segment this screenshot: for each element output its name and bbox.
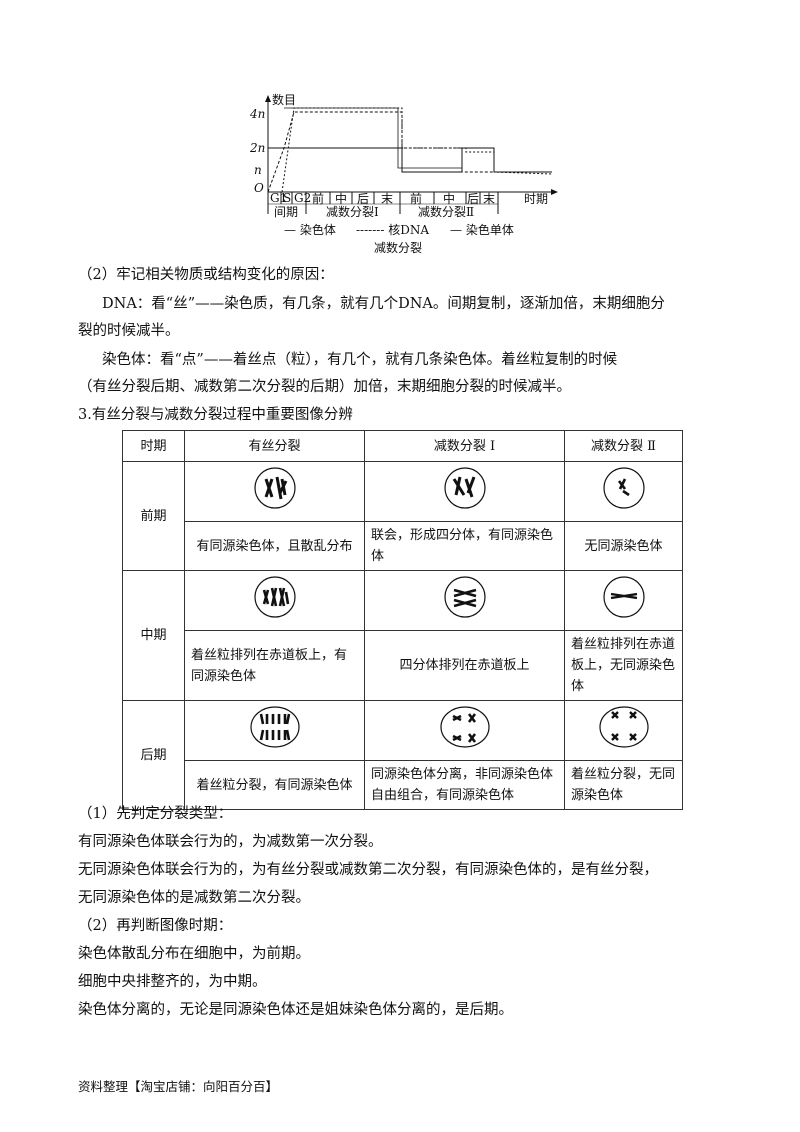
judge-para-3: 染色体散乱分布在细胞中，为前期。 [78,946,310,962]
meiosis2-prophase-text: 无同源染色体 [564,521,683,571]
judge-heading-1: （1）先判定分裂类型： [78,806,233,822]
mitosis-metaphase-text: 着丝粒排列在赤道板上，有同源染色体 [184,630,365,701]
header-phase: 时期 [122,430,185,462]
header-meiosis1: 减数分裂 Ⅰ [364,430,565,462]
chromatid-line [284,107,462,169]
judge-heading-2: （2）再判断图像时期： [78,918,233,934]
dna-line [267,111,552,193]
graph-caption: 减数分裂 [374,240,422,255]
dna-line-rise [281,107,553,193]
cell-image [364,700,565,761]
division-image-table: 时期 有丝分裂 减数分裂 Ⅰ 减数分裂 Ⅱ 前期 有同源染色体，且散乱分布 [122,430,683,810]
y-tick-origin: O [254,181,264,195]
dna-chromosome-graph: 数目 4n 2n n O G1 S G2 前 中 后 末 前 中 后 末 时期 … [249,92,558,255]
judge-para-2a: 无同源染色体联会行为的，为有丝分裂或减数第二次分裂，有同源染色体的，是有丝分裂， [78,862,658,878]
group-interphase: 间期 [274,205,298,219]
phase-g2: G2 [294,191,311,205]
cell-image [564,570,683,631]
legend-dna: ------- 核DNA [356,223,429,237]
phase-m2-telo: 末 [483,192,495,206]
judge-para-4: 细胞中央排整齐的，为中期。 [78,974,267,990]
legend-chromatid: — 染色单体 [450,222,514,237]
cell-image [364,461,565,522]
meiosis1-prophase-text: 联会，形成四分体，有同源染色体 [364,521,565,571]
phase-m1-meta: 中 [335,191,347,206]
group-meiosis1: 减数分裂Ⅰ [326,204,379,219]
mitosis-anaphase-diagram [249,706,300,748]
cell-image [564,700,683,761]
section3-heading: 3.有丝分裂与减数分裂过程中重要图像分辨 [78,407,353,423]
phase-metaphase: 中期 [122,570,185,701]
meiosis1-prophase-diagram [443,467,486,509]
header-mitosis: 有丝分裂 [184,430,365,462]
phase-g1: G1 [270,191,287,205]
meiosis2-prophase-diagram [602,467,645,509]
mitosis-prophase-text: 有同源染色体，且散乱分布 [184,521,365,571]
footer-note: 资料整理【淘宝店铺：向阳百分百】 [78,1079,279,1094]
phase-anaphase: 后期 [122,700,185,810]
y-tick-n: n [254,163,262,177]
legend-chromosome: — 染色体 [284,222,336,237]
meiosis1-anaphase-diagram [439,706,490,748]
phase-prophase: 前期 [122,461,185,571]
group-meiosis2: 减数分裂Ⅱ [418,204,474,219]
meiosis2-anaphase-text: 着丝粒分裂，无同源染色体 [564,760,683,810]
chrom-line-1: 染色体：看“点”——着丝点（粒），有几个，就有几条染色体。着丝粒复制的时候 [102,352,618,368]
cell-image [184,461,365,522]
judge-para-5: 染色体分离的，无论是同源染色体还是姐妹染色体分离的，是后期。 [78,1002,513,1018]
chrom-line-2: （有丝分裂后期、减数第二次分裂的后期）加倍，末期细胞分裂的时候减半。 [78,379,571,395]
phase-m1-telo: 末 [381,192,393,206]
judge-para-2b: 无同源染色体的是减数第二次分裂。 [78,890,310,906]
meiosis1-metaphase-diagram [443,576,486,618]
cell-image [564,461,683,522]
x-axis-label: 时期 [524,192,548,206]
meiosis2-metaphase-diagram [602,576,645,618]
phase-dividers [280,192,499,214]
phase-m2-ana: 后 [467,192,479,206]
meiosis2-metaphase-text: 着丝粒排列在赤道板上，无同源染色体 [564,630,683,701]
meiosis1-metaphase-text: 四分体排列在赤道板上 [364,630,565,701]
judge-para-1: 有同源染色体联会行为的，为减数第一次分裂。 [78,834,383,850]
meiosis1-anaphase-text: 同源染色体分离，非同源染色体自由组合，有同源染色体 [364,760,565,810]
phase-s: S [283,191,291,205]
header-meiosis2: 减数分裂 Ⅱ [564,430,683,462]
cell-image [364,570,565,631]
meiosis2-anaphase-diagram [598,706,649,748]
section2-heading: （2）牢记相关物质或结构变化的原因： [78,267,334,283]
cell-image [184,700,365,761]
phase-m2-pro: 前 [410,191,422,206]
y-tick-4n: 4n [249,107,265,121]
mitosis-anaphase-text: 着丝粒分裂，有同源染色体 [184,760,365,810]
phase-m1-pro: 前 [312,191,324,206]
y-axis-label: 数目 [272,92,296,107]
dna-line-1: DNA：看“丝”——染色质，有几条，就有几个DNA。间期复制，逐渐加倍，末期细胞… [102,296,665,312]
mitosis-metaphase-diagram [253,576,296,618]
phase-m2-meta: 中 [443,191,455,206]
dna-line-2: 裂的时候减半。 [78,323,180,339]
mitosis-prophase-diagram [253,467,296,509]
y-tick-2n: 2n [249,141,265,155]
cell-image [184,570,365,631]
phase-m1-ana: 后 [357,192,369,206]
